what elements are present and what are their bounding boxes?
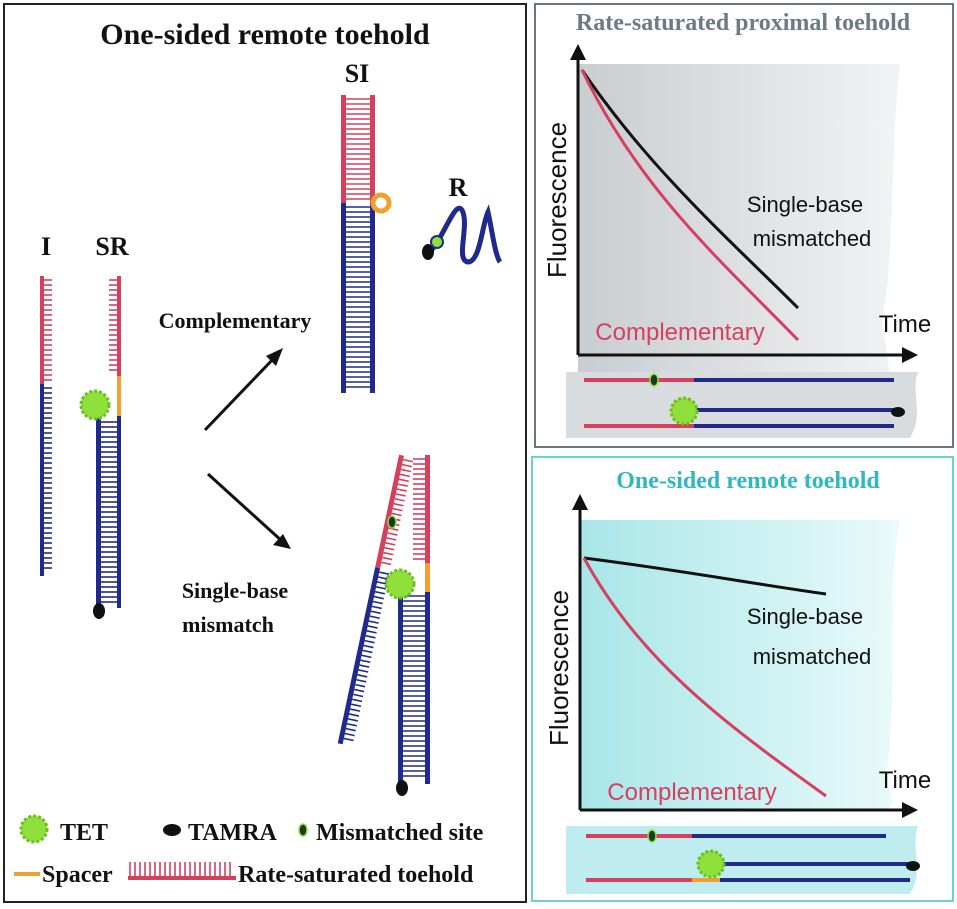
top-right-ylabel: Fluorescence xyxy=(542,122,572,278)
bottom-right-mismatched-1: Single-base xyxy=(747,604,863,629)
label-SI: SI xyxy=(345,59,370,88)
top-right-schematic xyxy=(566,372,918,438)
legend-tet: TET xyxy=(60,820,108,846)
legend-mismatch-icon xyxy=(298,823,308,837)
label-SR: SR xyxy=(95,232,128,261)
bottom-right-complementary: Complementary xyxy=(607,779,776,806)
top-right-complementary: Complementary xyxy=(595,319,764,346)
top-right-panel: Rate-saturated proximal toehold Fluoresc… xyxy=(534,3,954,448)
reaction-arrows xyxy=(203,348,291,549)
bottom-right-ylabel: Fluorescence xyxy=(544,590,574,746)
tet-star-mismatch xyxy=(384,568,416,600)
top-right-curve-complementary xyxy=(580,69,800,342)
duplex-SR: SR xyxy=(79,232,129,619)
tamra-dot-mismatch xyxy=(396,780,408,796)
bottom-right-schematic xyxy=(566,826,920,894)
label-mismatch-2: mismatch xyxy=(182,612,274,637)
top-right-curve-mismatched xyxy=(580,69,800,310)
top-right-mismatched-1: Single-base xyxy=(747,192,863,217)
legend: TET TAMRA Mismatched site Spacer Rate-sa… xyxy=(14,814,484,888)
legend-tet-icon xyxy=(19,814,49,844)
top-right-xlabel: Time xyxy=(879,311,931,338)
left-panel-frame xyxy=(3,3,527,903)
label-I: I xyxy=(41,232,51,261)
tamra-dot xyxy=(93,603,105,619)
label-mismatch-1: Single-base xyxy=(182,578,289,603)
label-complementary: Complementary xyxy=(159,308,312,333)
legend-tamra: TAMRA xyxy=(188,820,278,846)
duplex-mismatch xyxy=(337,454,430,796)
top-right-title: Rate-saturated proximal toehold xyxy=(576,10,911,36)
strand-R: R xyxy=(422,173,503,265)
label-R: R xyxy=(449,173,468,202)
tet-star xyxy=(79,389,111,421)
top-right-plot-bg xyxy=(578,64,900,430)
legend-toehold: Rate-saturated toehold xyxy=(238,862,474,888)
duplex-SI: SI xyxy=(341,59,392,393)
legend-spacer: Spacer xyxy=(42,862,113,888)
top-right-mismatched-2: mismatched xyxy=(753,226,872,251)
legend-toehold-icon xyxy=(128,862,236,880)
bottom-right-title: One-sided remote toehold xyxy=(616,468,880,494)
left-panel-title: One-sided remote toehold xyxy=(100,18,430,51)
strand-I: I xyxy=(40,232,52,576)
bottom-right-panel: One-sided remote toehold Fluorescence Ti… xyxy=(531,456,954,902)
spacer-loop xyxy=(370,192,392,214)
bottom-right-curve-mismatched xyxy=(583,556,827,596)
mismatch-site xyxy=(387,515,397,529)
legend-mismatch: Mismatched site xyxy=(316,820,484,846)
bottom-right-xlabel: Time xyxy=(879,767,931,794)
legend-tamra-icon xyxy=(163,824,181,836)
bottom-right-curve-complementary xyxy=(582,557,827,798)
legend-spacer-icon xyxy=(14,872,40,876)
bottom-right-mismatched-2: mismatched xyxy=(753,644,872,669)
